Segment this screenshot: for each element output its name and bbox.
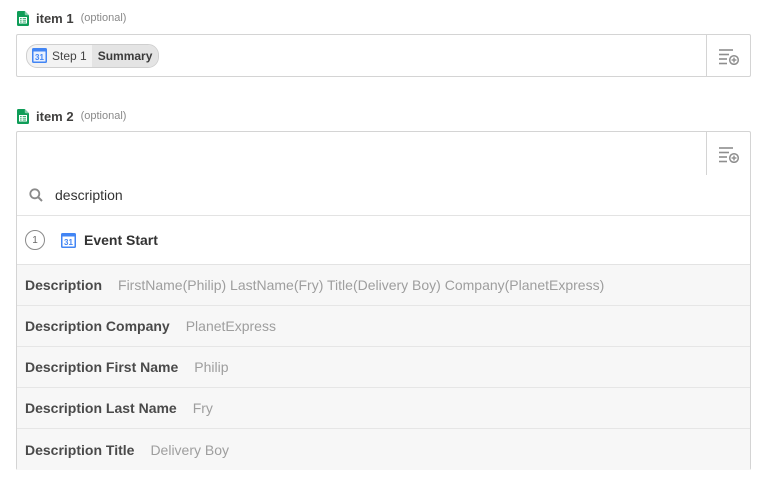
field-2-input[interactable] bbox=[16, 131, 751, 176]
insert-data-button[interactable] bbox=[706, 132, 750, 175]
step-header: 1 31 Event Start bbox=[17, 216, 750, 265]
google-sheets-icon bbox=[17, 108, 29, 124]
option-key: Description bbox=[25, 277, 103, 293]
google-calendar-icon: 31 bbox=[32, 48, 47, 63]
optional-hint: (optional) bbox=[80, 110, 127, 122]
field-picker-dropdown: description 1 31 Event Start Description… bbox=[16, 175, 751, 470]
field-2-value[interactable] bbox=[17, 132, 707, 175]
google-sheets-icon bbox=[17, 10, 29, 26]
mapped-field-token[interactable]: 31 Step 1 Summary bbox=[26, 43, 160, 68]
field-label-text: item 1 bbox=[36, 10, 74, 26]
option-value: Philip bbox=[194, 359, 229, 375]
search-input[interactable]: description bbox=[55, 187, 123, 203]
insert-data-icon bbox=[718, 146, 739, 163]
option-key: Description Title bbox=[25, 441, 135, 458]
svg-text:31: 31 bbox=[64, 238, 73, 247]
option-key: Description First Name bbox=[25, 359, 179, 375]
field-1-value[interactable]: 31 Step 1 Summary bbox=[17, 35, 707, 76]
field-option[interactable]: Description First Name Philip bbox=[17, 347, 750, 388]
field-1-input[interactable]: 31 Step 1 Summary bbox=[16, 34, 751, 77]
google-calendar-icon: 31 bbox=[61, 232, 76, 248]
option-value: Delivery Boy bbox=[150, 441, 230, 458]
step-number-badge: 1 bbox=[25, 230, 45, 250]
dropdown-search[interactable]: description bbox=[17, 175, 750, 216]
optional-hint: (optional) bbox=[80, 12, 127, 24]
svg-text:31: 31 bbox=[35, 53, 44, 62]
insert-data-button[interactable] bbox=[706, 35, 750, 76]
field-2-label: item 2 (optional) bbox=[17, 107, 126, 125]
token-field-label: Summary bbox=[91, 44, 159, 67]
search-icon bbox=[29, 188, 43, 202]
option-value: Fry bbox=[192, 400, 213, 416]
field-option[interactable]: Description FirstName(Philip) LastName(F… bbox=[17, 265, 750, 306]
field-option[interactable]: Description Title Delivery Boy bbox=[17, 429, 750, 470]
field-option[interactable]: Description Last Name Fry bbox=[17, 388, 750, 429]
field-label-text: item 2 bbox=[36, 108, 74, 124]
option-value: FirstName(Philip) LastName(Fry) Title(De… bbox=[118, 277, 605, 293]
step-title: Event Start bbox=[84, 232, 158, 248]
field-option[interactable]: Description Company PlanetExpress bbox=[17, 306, 750, 347]
option-key: Description Last Name bbox=[25, 400, 177, 416]
token-step-label: Step 1 bbox=[52, 48, 87, 63]
option-key: Description Company bbox=[25, 318, 170, 334]
insert-data-icon bbox=[718, 48, 739, 65]
option-value: PlanetExpress bbox=[185, 318, 276, 334]
token-step: 31 Step 1 bbox=[27, 45, 92, 67]
field-1-label: item 1 (optional) bbox=[17, 9, 126, 27]
